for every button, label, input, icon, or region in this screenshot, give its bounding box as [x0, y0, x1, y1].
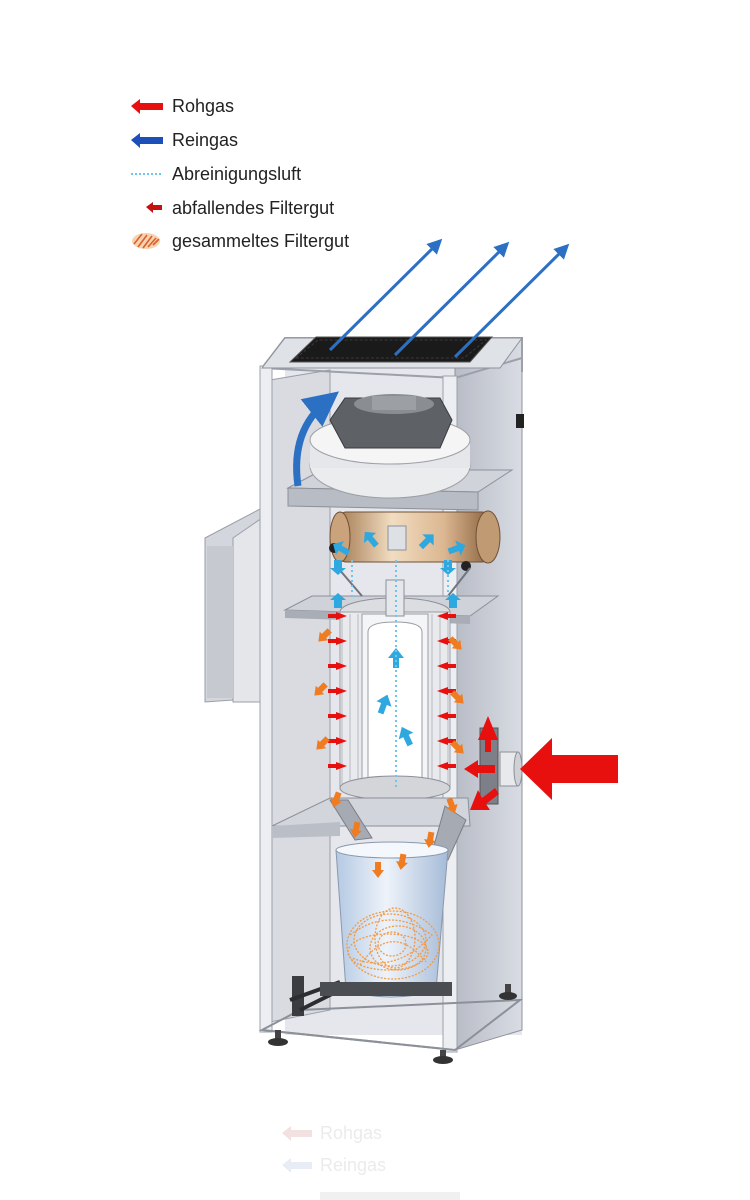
legend: Rohgas Reingas Abreinigungsluft abfallen…: [131, 96, 349, 251]
legend-label-reingas: Reingas: [172, 130, 238, 150]
ghost-line: [320, 1192, 460, 1200]
legend-item-abfallendes-filtergut: abfallendes Filtergut: [146, 198, 334, 218]
ghost-blue-arrow-icon: [282, 1158, 312, 1173]
foot-back: [499, 984, 517, 1000]
ghost-red-arrow-icon: [282, 1126, 312, 1141]
side-box: [204, 507, 263, 703]
air-tank: [329, 510, 501, 571]
base-frame: [258, 414, 524, 1064]
legend-item-gesammeltes-filtergut: gesammeltes Filtergut: [132, 231, 349, 251]
small-dark-red-arrow-icon: [146, 202, 162, 213]
legend-item-abreinigungsluft: Abreinigungsluft: [131, 164, 301, 184]
fan-assembly: [286, 394, 514, 511]
latch: [516, 414, 524, 428]
legend-label-gesammeltes-filtergut: gesammeltes Filtergut: [172, 231, 349, 251]
legend-item-rohgas: Rohgas: [131, 96, 234, 116]
foot-left: [268, 1030, 288, 1046]
foot-right: [433, 1050, 453, 1064]
dust-bin: [335, 841, 449, 998]
legend-label-abfallendes-filtergut: abfallendes Filtergut: [172, 198, 334, 218]
blue-arrow-icon: [131, 133, 163, 148]
ghost-legend: Rohgas Reingas: [282, 1123, 460, 1200]
legend-label-rohgas: Rohgas: [172, 96, 234, 116]
cleaning-air-arrows: [330, 531, 466, 747]
falling-dust-arrows: [314, 628, 464, 878]
cleaning-air-dotted-lines: [351, 560, 449, 790]
legend-item-reingas: Reingas: [131, 130, 238, 150]
ghost-label-reingas: Reingas: [320, 1155, 386, 1175]
rohgas-distribution-arrows: [464, 716, 499, 810]
outlet-grille: [288, 336, 494, 363]
collected-dust: [346, 907, 440, 980]
filter-unit: [204, 336, 524, 1064]
ghost-label-rohgas: Rohgas: [320, 1123, 382, 1143]
rohgas-inlet-big-arrow: [520, 738, 618, 800]
reingas-outlet-arrows: [328, 238, 570, 359]
red-arrow-icon: [131, 99, 163, 114]
orange-hatched-blob-icon: [132, 233, 160, 249]
legend-label-abreinigungsluft: Abreinigungsluft: [172, 164, 301, 184]
fan-inlet-curved-arrow: [293, 391, 339, 487]
